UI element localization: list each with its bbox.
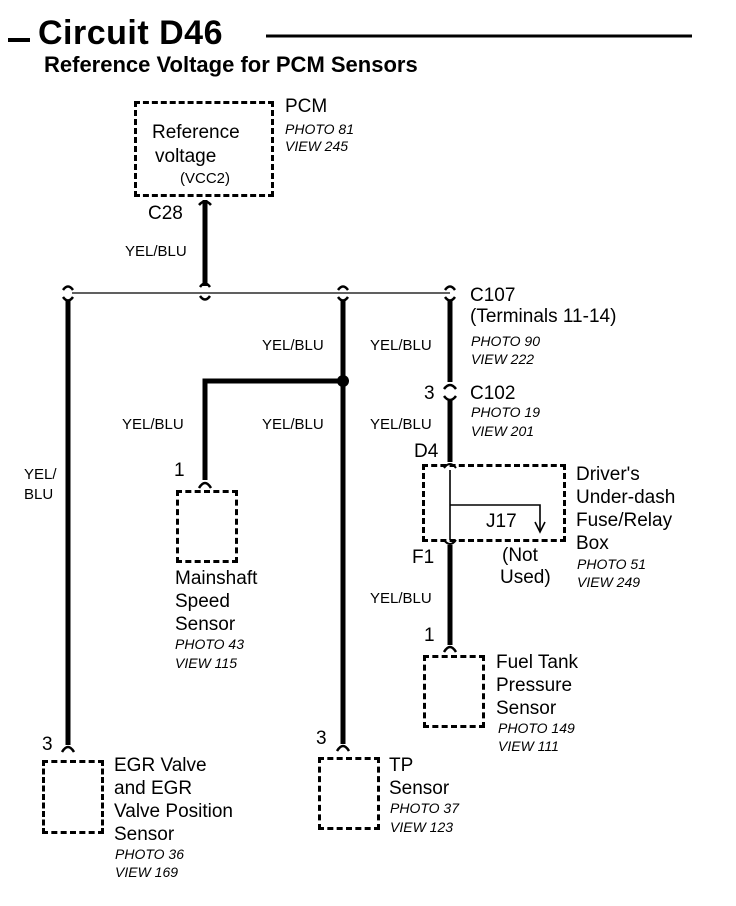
not-used-label-2: Used) <box>500 567 551 588</box>
mainshaft-photo: PHOTO 43 <box>175 636 244 652</box>
c107-terminals: (Terminals 11-14) <box>470 306 617 327</box>
pcm-wire <box>198 200 212 286</box>
mainshaft-sensor-box <box>176 490 238 563</box>
c28-label: C28 <box>148 203 183 224</box>
tp-line2: Sensor <box>389 778 450 799</box>
fuel-tank-line1: Fuel Tank <box>496 652 579 673</box>
tp-line1: TP <box>389 755 414 776</box>
c107-label: C107 <box>470 285 516 306</box>
pcm-view: VIEW 245 <box>285 138 349 154</box>
egr-view: VIEW 169 <box>115 864 179 880</box>
c102-connector-top <box>443 383 457 390</box>
mainshaft-line1: Mainshaft <box>175 568 258 589</box>
c102-label: C102 <box>470 383 516 404</box>
c107-view: VIEW 222 <box>471 351 535 367</box>
fuel-tank-line3: Sensor <box>496 698 557 719</box>
pcm-inner-reference: Reference <box>152 122 240 143</box>
egr-line4: Sensor <box>114 824 175 845</box>
pcm-photo: PHOTO 81 <box>285 121 354 137</box>
mainshaft-line3: Sensor <box>175 614 236 635</box>
fuse-box <box>422 464 566 542</box>
c107-photo: PHOTO 90 <box>471 333 540 349</box>
fuel-tank-wire-color: YEL/BLU <box>370 590 432 607</box>
tp-pin: 3 <box>316 728 327 749</box>
egr-wire-color-line1: YEL/ <box>24 466 57 483</box>
tp-sensor-box <box>318 757 380 830</box>
mainshaft-wire-color: YEL/BLU <box>122 416 184 433</box>
fuel-tank-line2: Pressure <box>496 675 573 696</box>
tp-wire-color: YEL/BLU <box>262 416 324 433</box>
not-used-label-1: (Not <box>502 545 538 566</box>
page-subtitle: Reference Voltage for PCM Sensors <box>44 52 418 77</box>
fuel-tank-view: VIEW 111 <box>498 738 559 754</box>
c102-connector-bottom <box>443 395 457 402</box>
tp-photo: PHOTO 37 <box>390 800 459 816</box>
fuse-box-line4: Box <box>576 533 609 554</box>
tp-view: VIEW 123 <box>390 819 454 835</box>
mainshaft-connector <box>197 481 213 489</box>
page-title: Circuit D46 <box>38 14 223 52</box>
mainshaft-split-wire-color: YEL/BLU <box>262 337 324 354</box>
fuel-tank-pin: 1 <box>424 625 435 646</box>
pcm-wire-color: YEL/BLU <box>125 243 187 260</box>
egr-line2: and EGR <box>114 778 193 799</box>
egr-pin: 3 <box>42 734 53 755</box>
pcm-inner-voltage: voltage <box>155 146 217 167</box>
egr-photo: PHOTO 36 <box>115 846 184 862</box>
mainshaft-line2: Speed <box>175 591 230 612</box>
mainshaft-view: VIEW 115 <box>175 655 237 671</box>
c102-photo: PHOTO 19 <box>471 404 540 420</box>
d4-label: D4 <box>414 441 439 462</box>
tp-connector <box>335 744 351 752</box>
c102-view: VIEW 201 <box>471 423 535 439</box>
f1-label: F1 <box>412 547 435 568</box>
egr-connector <box>60 745 76 753</box>
fuse-box-line1: Driver's <box>576 464 640 485</box>
j17-jumper <box>449 470 546 540</box>
egr-sensor-box <box>42 760 104 834</box>
c102-pin: 3 <box>424 383 435 404</box>
fuse-box-photo: PHOTO 51 <box>577 556 646 572</box>
mainshaft-wire <box>202 378 343 480</box>
egr-wire-color-line2: BLU <box>24 486 54 503</box>
fuel-tank-sensor-box <box>423 655 485 728</box>
egr-line3: Valve Position <box>114 801 233 822</box>
bus-connectors <box>61 282 457 302</box>
pcm-inner-vcc2: (VCC2) <box>180 170 231 187</box>
fuel-tank-photo: PHOTO 149 <box>498 720 575 736</box>
c102-wire-color: YEL/BLU <box>370 416 432 433</box>
fuse-box-view: VIEW 249 <box>577 574 641 590</box>
fuse-box-line3: Fuse/Relay <box>576 510 673 531</box>
mainshaft-pin: 1 <box>174 460 185 481</box>
fuse-box-line2: Under-dash <box>576 487 676 508</box>
egr-line1: EGR Valve <box>114 755 207 776</box>
pcm-label: PCM <box>285 96 328 117</box>
pcm-box <box>134 101 274 197</box>
c107-wire-color: YEL/BLU <box>370 337 432 354</box>
fuel-tank-connector <box>442 645 458 653</box>
j17-label: J17 <box>486 511 517 532</box>
